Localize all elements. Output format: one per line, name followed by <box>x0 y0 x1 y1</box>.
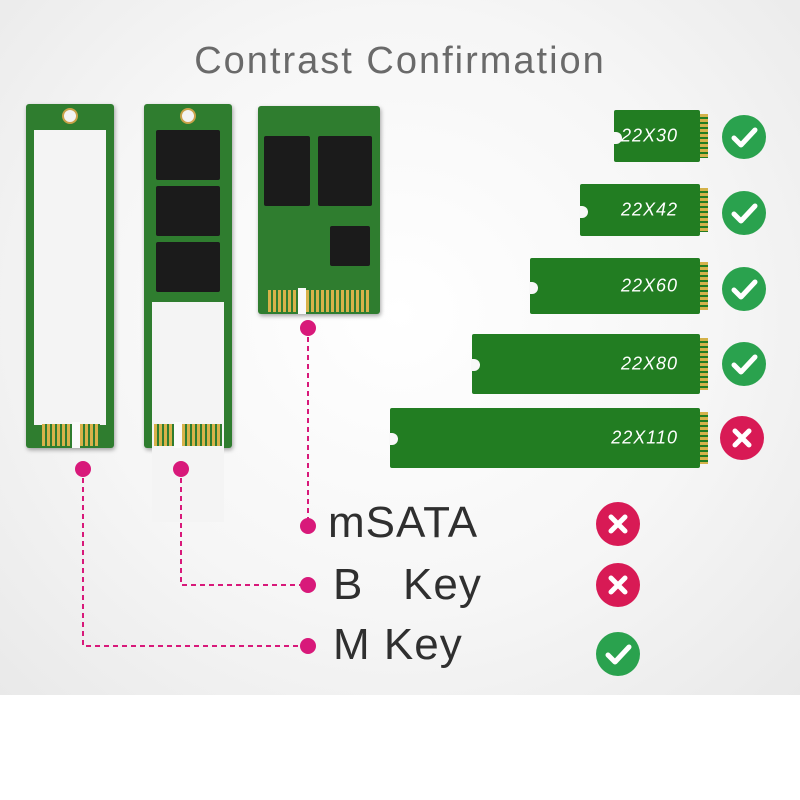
cross-icon <box>596 563 640 607</box>
b-key-top-dot <box>173 461 189 477</box>
size-label-22x60: 22X60 <box>620 275 678 296</box>
page-title: Contrast Confirmation <box>194 40 606 82</box>
size-label-22x42: 22X42 <box>620 199 678 220</box>
b-key-ssd-image <box>144 104 232 522</box>
cross-icon <box>596 502 640 546</box>
m-key-ssd-image <box>26 104 114 448</box>
size-label-22x80: 22X80 <box>620 353 678 374</box>
m-key-top-dot <box>75 461 91 477</box>
check-icon <box>722 115 766 159</box>
check-icon <box>722 342 766 386</box>
size-bar-22x110: 22X110 <box>389 408 708 468</box>
msata-top-dot <box>300 320 316 336</box>
size-label-22x30: 22X30 <box>620 125 678 146</box>
check-icon <box>596 632 640 676</box>
msata-ssd-image <box>258 106 380 314</box>
b-key-end-dot <box>300 577 316 593</box>
b-key-label: B Key <box>333 560 482 609</box>
cross-icon <box>720 416 764 460</box>
size-bar-22x42: 22X42 <box>579 184 708 236</box>
msata-label: mSATA <box>328 498 479 547</box>
m-key-end-dot <box>300 638 316 654</box>
size-bar-22x80: 22X80 <box>471 334 708 394</box>
size-bar-22x30: 22X30 <box>613 110 708 162</box>
msata-end-dot <box>300 518 316 534</box>
size-label-22x110: 22X110 <box>611 427 678 448</box>
size-bar-22x60: 22X60 <box>529 258 708 314</box>
check-icon <box>722 267 766 311</box>
m-key-label: M Key <box>333 620 463 669</box>
check-icon <box>722 191 766 235</box>
